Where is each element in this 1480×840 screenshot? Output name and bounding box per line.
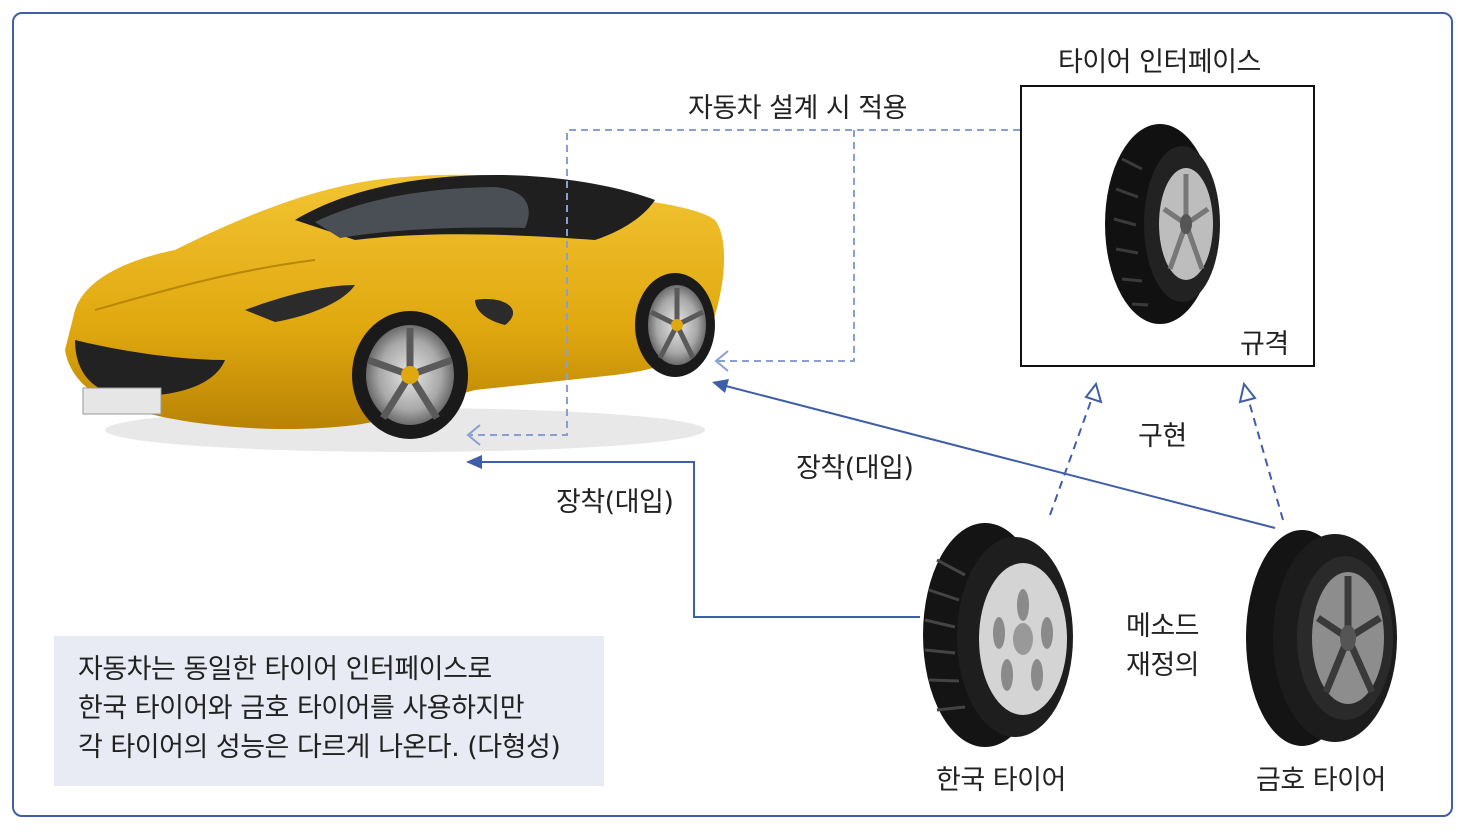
- implement-arrow-hankook: [1049, 397, 1093, 516]
- note-line-3: 각 타이어의 성능은 다르게 나온다. (다형성): [78, 732, 561, 763]
- interface-title: 타이어 인터페이스: [1058, 47, 1261, 78]
- tire-icon: [1105, 124, 1220, 324]
- kumho-tire-label: 금호 타이어: [1256, 765, 1386, 796]
- hankook-tire-icon: [923, 523, 1073, 747]
- note-line-1: 자동차는 동일한 타이어 인터페이스로: [78, 654, 492, 685]
- sports-car-icon: [65, 174, 725, 452]
- tire-interface-box: 규격: [1020, 85, 1315, 367]
- mount-label-left: 장착(대입): [556, 487, 674, 518]
- note-line-2: 한국 타이어와 금호 타이어를 사용하지만: [78, 693, 525, 724]
- hankook-tire-label: 한국 타이어: [936, 765, 1066, 796]
- mount-arrow-hankook: [474, 461, 920, 618]
- mount-label-center: 장착(대입): [796, 453, 914, 484]
- polymorphism-note: 자동차는 동일한 타이어 인터페이스로 한국 타이어와 금호 타이어를 사용하지…: [54, 636, 604, 786]
- diagram-frame: [12, 12, 1453, 817]
- override-label-line2: 재정의: [1126, 650, 1200, 681]
- implement-label: 구현: [1138, 421, 1187, 452]
- spec-label: 규격: [1240, 329, 1289, 360]
- design-apply-arrow-outer: [470, 129, 1020, 436]
- override-label-line1: 메소드: [1126, 611, 1200, 642]
- kumho-tire-icon: [1246, 530, 1397, 746]
- design-apply-arrow-inner: [718, 130, 855, 362]
- design-apply-label: 자동차 설계 시 적용: [688, 93, 907, 124]
- implement-arrow-kumho: [1247, 397, 1284, 521]
- mount-arrow-kumho: [721, 384, 1276, 529]
